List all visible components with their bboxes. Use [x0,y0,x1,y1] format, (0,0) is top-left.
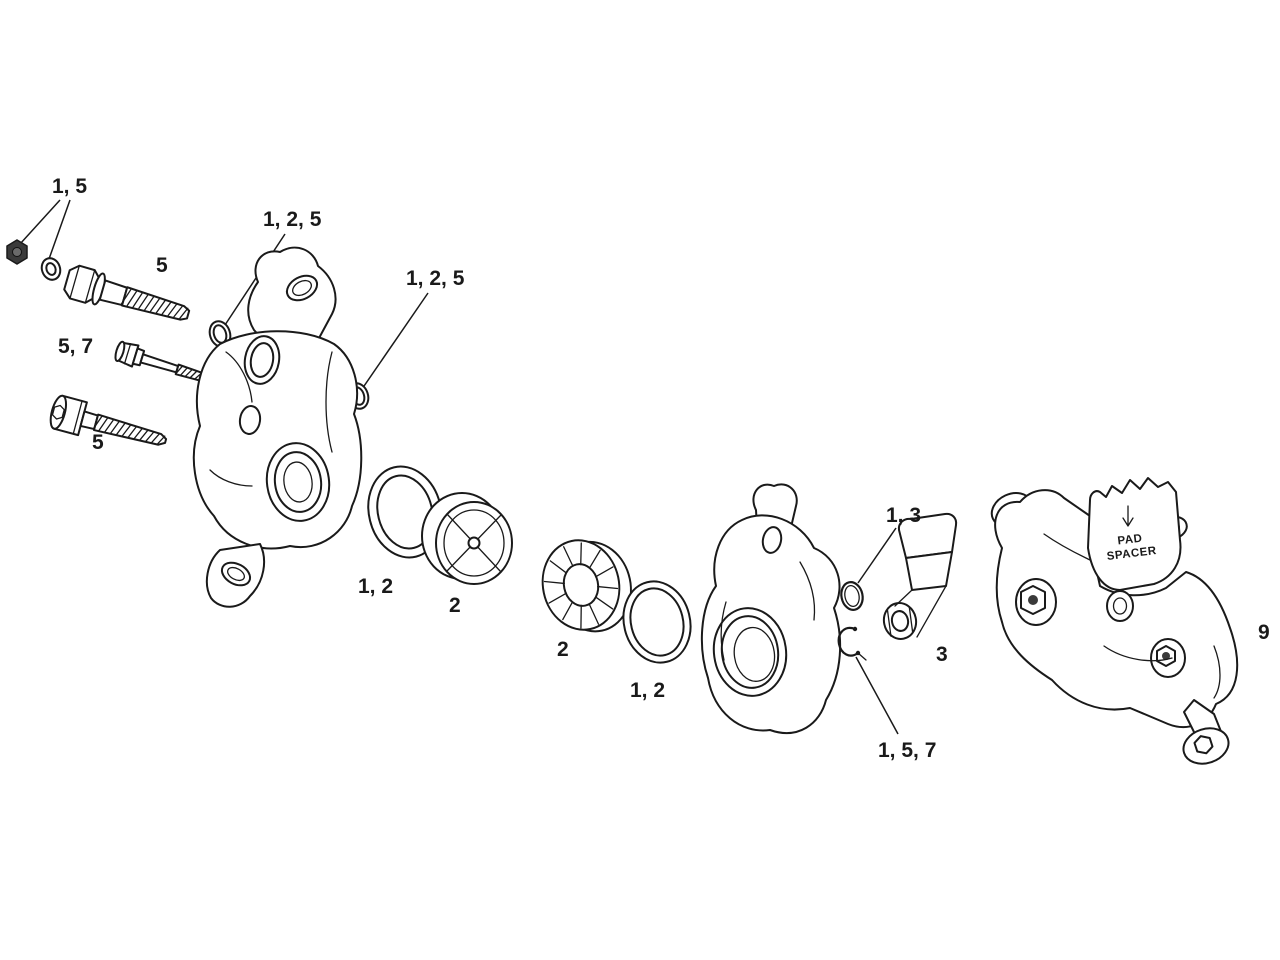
banjo-bolt-head [1015,578,1057,626]
fixing-bolt-head [1150,638,1186,678]
slot-lines [543,542,619,629]
banjo-bolt [63,264,191,321]
hose-fitting [882,512,958,640]
mount-ear-lower-right [1182,727,1230,765]
label-piston-seal-right: 1, 2 [630,679,665,702]
part-labels: 1, 5 5 1, 2, 5 1, 2, 5 5, 7 5 1, 2 2 2 1… [52,175,1270,762]
label-piston-left: 2 [449,594,461,617]
pad-spacer-text-line1: PAD [1117,533,1143,548]
caliper-assembly: PAD SPACER [990,477,1239,765]
label-piston-right: 2 [557,638,569,661]
label-mounting-bolt: 5 [92,431,104,454]
leader-line [224,233,286,326]
caliper-half-left [192,246,363,608]
leader-line [48,199,71,260]
caliper-half-middle [700,483,842,735]
label-oring-upper: 1, 2, 5 [263,208,322,231]
label-banjo-bolt: 5 [156,254,168,277]
label-nut-and-washer: 1, 5 [52,175,87,198]
washer [40,257,62,281]
thread-lines [175,365,207,381]
piston-right [541,539,632,633]
label-caliper-assembly: 9 [1258,621,1270,644]
label-bleed-screw: 5, 7 [58,335,93,358]
leader-lines [19,199,899,735]
leader-line [857,527,897,584]
leader-line [19,199,61,245]
bleed-screw [114,340,209,382]
piston-left [421,492,513,585]
label-spring-clip: 1, 5, 7 [878,739,936,762]
piston-seal-right [622,580,692,664]
thread-lines [120,289,189,320]
hex-nut [6,239,28,265]
pad-spacer-tab: PAD SPACER [1087,477,1182,591]
thread-lines [92,415,166,445]
label-oring-lower: 1, 2, 5 [406,267,465,290]
spring-clip [837,626,867,661]
leader-line [855,656,899,735]
label-piston-seal-left: 1, 2 [358,575,393,598]
leader-line [361,292,429,390]
hose-port [1106,590,1134,622]
mounting-bolt [49,394,168,446]
label-hose-fitting: 3 [936,643,948,666]
retaining-ring [840,581,864,611]
label-retaining-ring: 1, 3 [886,504,921,527]
